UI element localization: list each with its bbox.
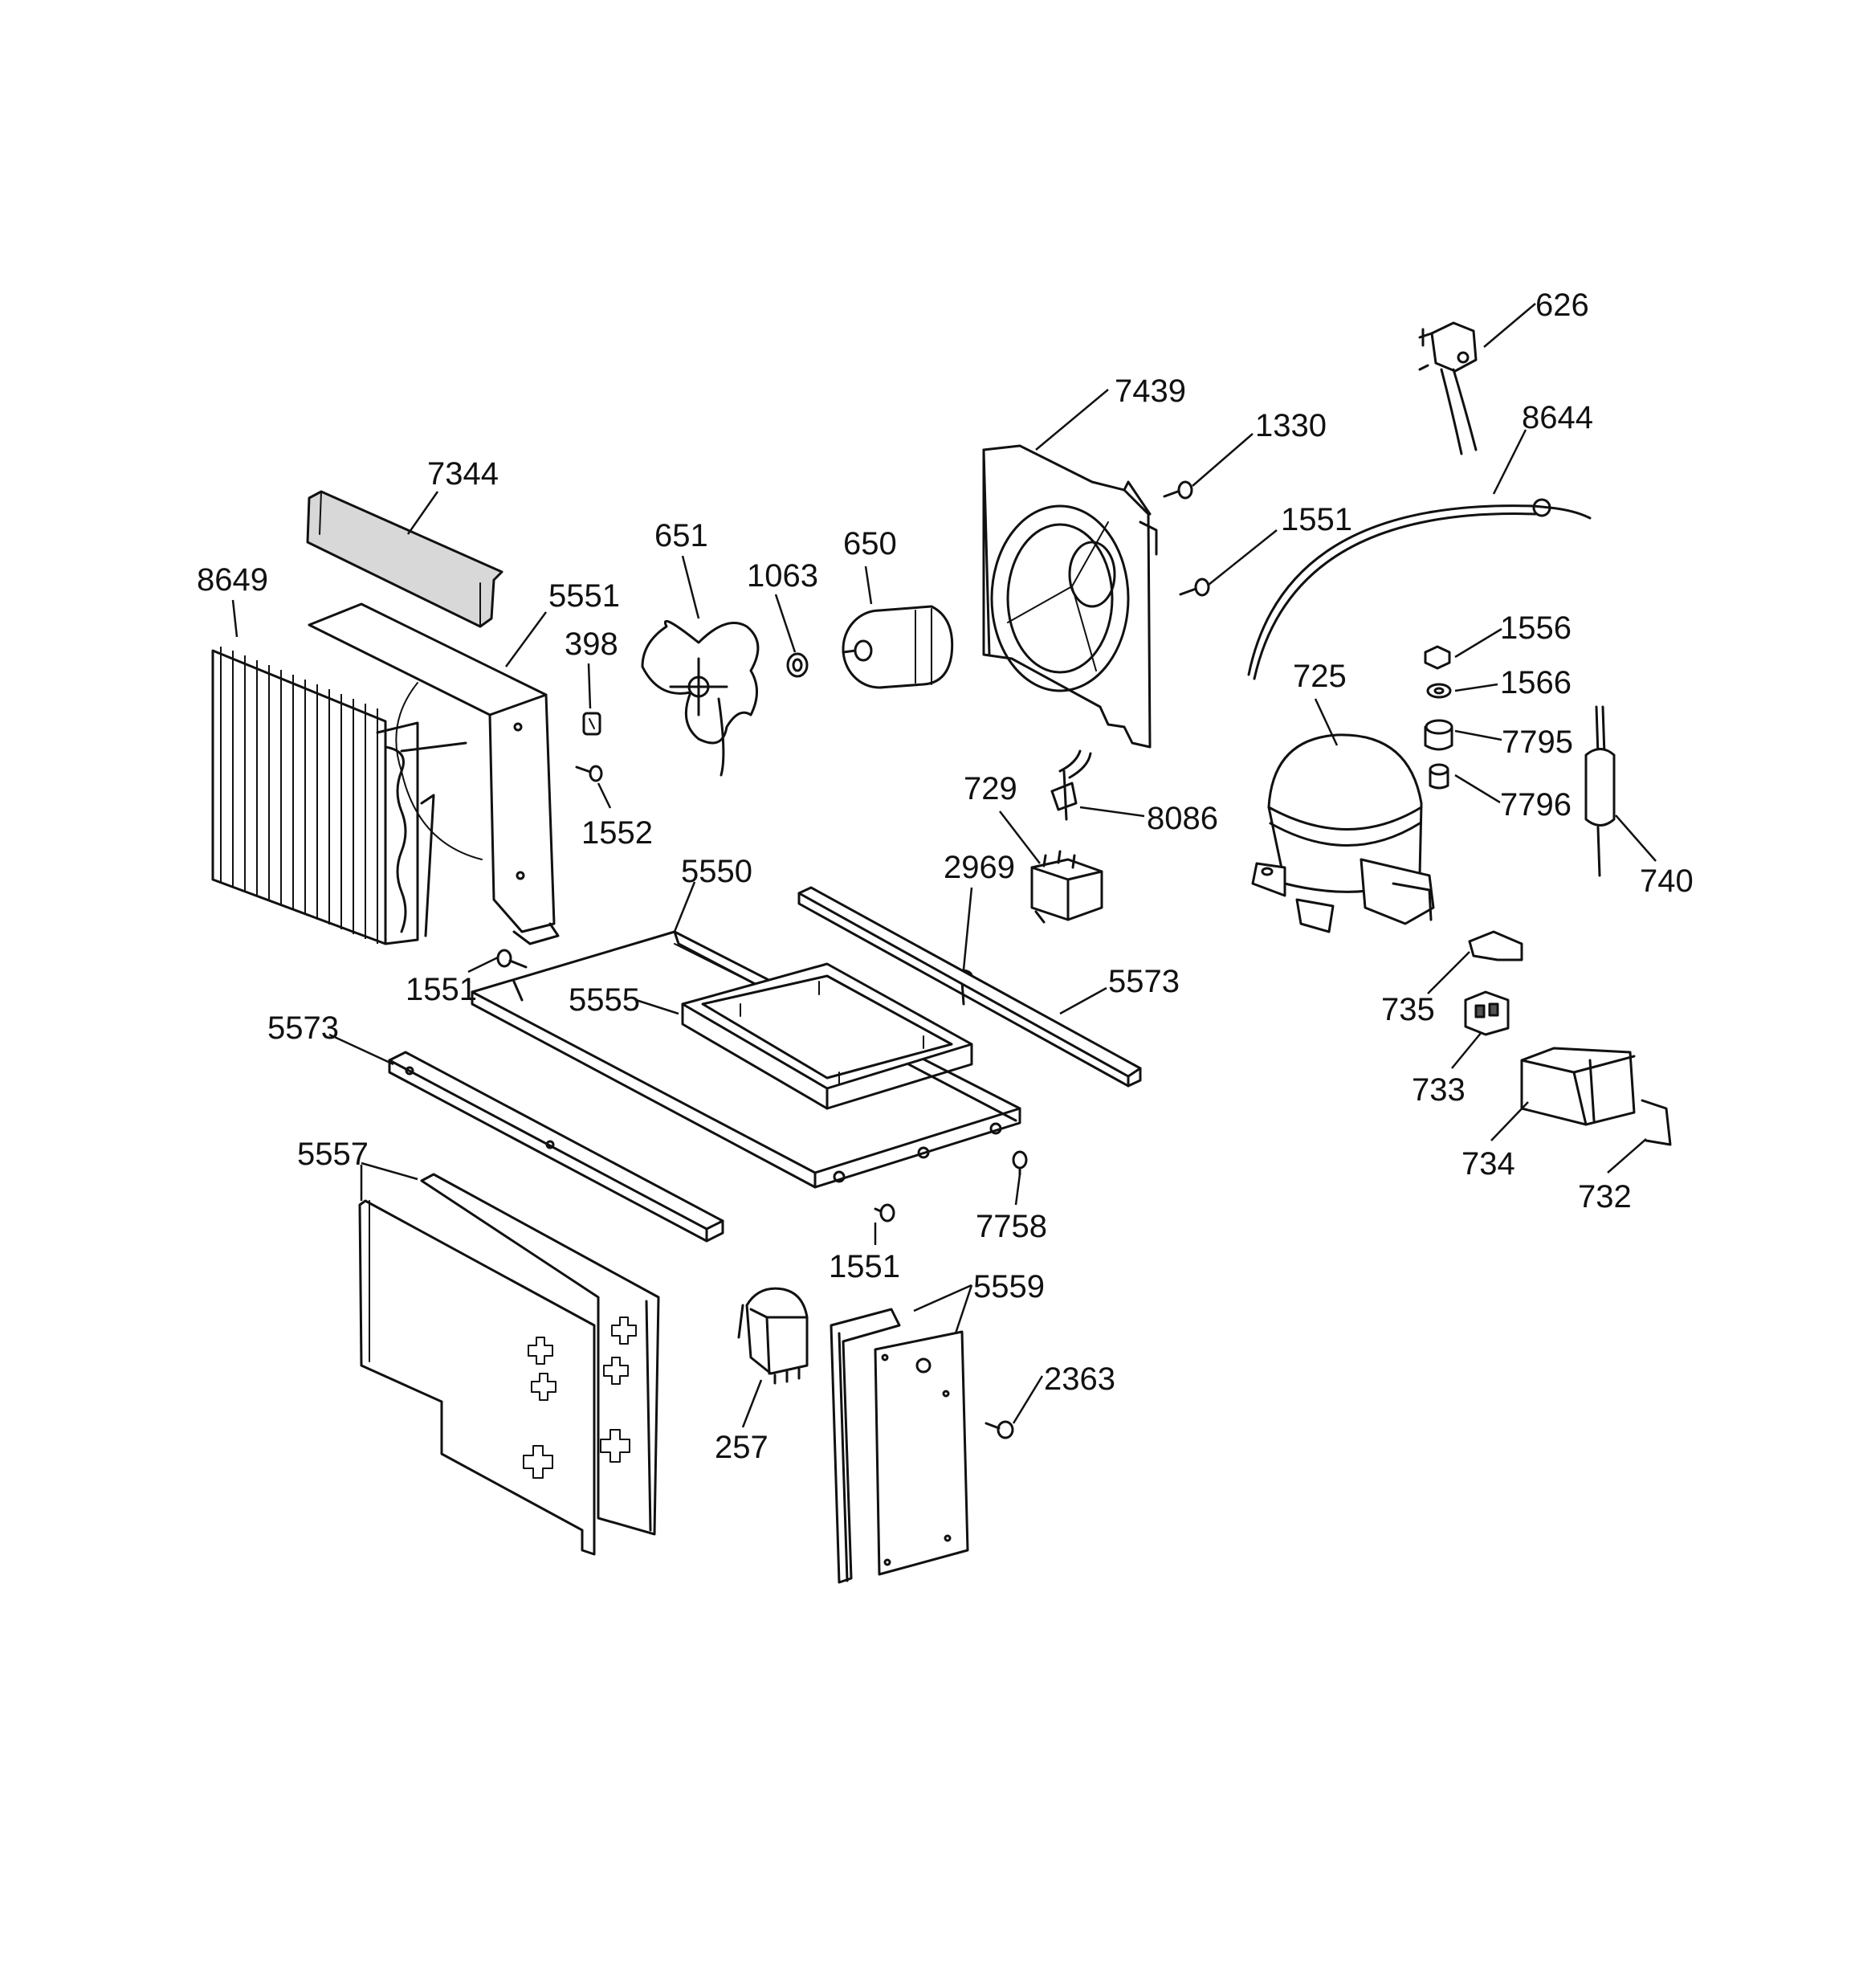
part-5557-panels bbox=[358, 1173, 660, 1556]
part-1556-nut bbox=[1424, 645, 1451, 670]
part-398-clip bbox=[582, 712, 601, 736]
part-1063-clip bbox=[786, 652, 809, 678]
part-8644-tube bbox=[1247, 498, 1592, 680]
part-733-overload bbox=[1464, 990, 1510, 1036]
callout-7796: 7796 bbox=[1500, 787, 1572, 823]
part-729-relay bbox=[1030, 850, 1103, 924]
part-1551-screw-mid bbox=[496, 949, 528, 969]
part-5559-panels bbox=[830, 1308, 969, 1584]
part-1551-screw-bottom bbox=[874, 1203, 895, 1223]
callout-5550: 5550 bbox=[681, 854, 752, 889]
part-1330-screw bbox=[1163, 480, 1193, 500]
callout-733: 733 bbox=[1412, 1072, 1466, 1108]
part-1552-screw bbox=[575, 765, 603, 782]
part-735-cover bbox=[1468, 930, 1523, 961]
callout-5555: 5555 bbox=[569, 982, 640, 1018]
part-5555-tray bbox=[681, 962, 973, 1110]
part-725-compressor bbox=[1251, 733, 1435, 933]
part-7344-foam-strip bbox=[306, 490, 503, 628]
callout-1551: 1551 bbox=[1281, 502, 1352, 537]
callout-257: 257 bbox=[715, 1430, 768, 1465]
callout-1566: 1566 bbox=[1500, 665, 1572, 700]
part-1551-screw-top bbox=[1179, 578, 1210, 597]
part-5573-rail-left bbox=[388, 1051, 724, 1243]
part-732-clip bbox=[1641, 1099, 1672, 1146]
part-257-timer bbox=[737, 1287, 809, 1385]
callout-651: 651 bbox=[654, 518, 708, 553]
callout-398: 398 bbox=[565, 627, 618, 662]
callout-2969: 2969 bbox=[944, 850, 1015, 885]
part-8649-condenser bbox=[211, 647, 467, 945]
callout-734: 734 bbox=[1461, 1146, 1515, 1182]
part-650-fan-motor bbox=[842, 605, 954, 689]
callout-5557: 5557 bbox=[297, 1137, 369, 1172]
callout-5559: 5559 bbox=[973, 1269, 1045, 1304]
part-7758-screw bbox=[1012, 1150, 1028, 1176]
callout-740: 740 bbox=[1640, 863, 1694, 899]
callout-729: 729 bbox=[964, 771, 1017, 806]
callout-735: 735 bbox=[1381, 992, 1435, 1027]
callout-1552: 1552 bbox=[581, 815, 653, 851]
callout-626: 626 bbox=[1535, 288, 1589, 323]
part-734-capacitor bbox=[1520, 1047, 1636, 1126]
part-7796-sleeve bbox=[1429, 763, 1449, 790]
part-8086-harness bbox=[1050, 749, 1092, 821]
part-626-switch bbox=[1418, 321, 1478, 455]
part-7795-grommet bbox=[1424, 719, 1453, 751]
callout-732: 732 bbox=[1578, 1179, 1632, 1214]
part-740-drier bbox=[1584, 705, 1616, 877]
callout-labels: 626 7439 1330 8644 7344 1551 651 650 106… bbox=[197, 288, 1694, 1465]
callout-8649: 8649 bbox=[197, 562, 268, 598]
part-1566-washer bbox=[1426, 683, 1452, 699]
callout-7758: 7758 bbox=[976, 1209, 1047, 1244]
callout-1556: 1556 bbox=[1500, 610, 1572, 646]
part-651-fan-blade bbox=[641, 619, 760, 777]
callout-1551: 1551 bbox=[829, 1249, 900, 1284]
callout-5573: 5573 bbox=[1108, 964, 1180, 999]
callout-7795: 7795 bbox=[1502, 725, 1573, 760]
callout-1551: 1551 bbox=[406, 972, 477, 1007]
callout-8086: 8086 bbox=[1147, 801, 1218, 836]
callout-5551: 5551 bbox=[548, 578, 620, 614]
part-5550-base bbox=[471, 930, 1021, 1189]
part-5573-rail-right bbox=[797, 886, 1142, 1088]
callout-725: 725 bbox=[1293, 659, 1347, 694]
leader-lines bbox=[231, 303, 1657, 1428]
part-2363-screw bbox=[984, 1420, 1014, 1439]
callout-7344: 7344 bbox=[427, 456, 499, 492]
callout-2363: 2363 bbox=[1044, 1361, 1115, 1397]
part-7439-fan-shroud bbox=[982, 444, 1158, 749]
callout-1330: 1330 bbox=[1255, 408, 1327, 443]
callout-650: 650 bbox=[843, 526, 897, 561]
callout-8644: 8644 bbox=[1522, 400, 1593, 435]
callout-1063: 1063 bbox=[747, 558, 818, 594]
part-5551-bracket bbox=[308, 602, 560, 945]
callout-7439: 7439 bbox=[1115, 374, 1186, 409]
callout-5573: 5573 bbox=[267, 1010, 339, 1046]
